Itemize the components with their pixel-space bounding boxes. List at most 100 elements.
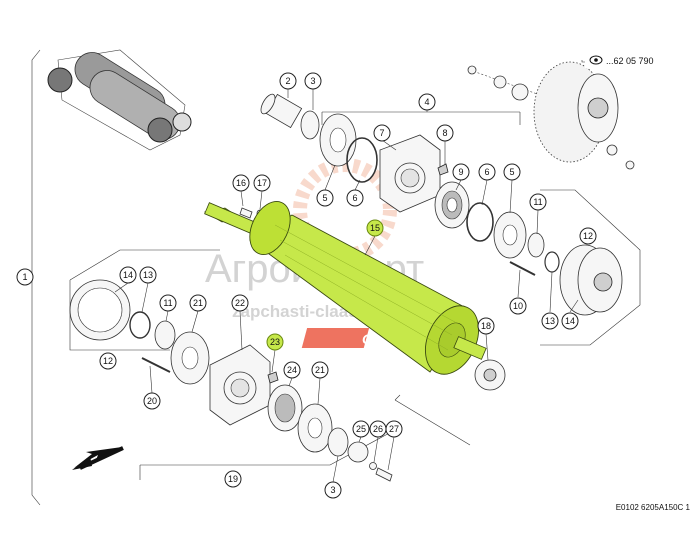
leader-lines — [114, 89, 579, 483]
svg-text:11: 11 — [163, 298, 172, 308]
part-25-washer — [347, 441, 369, 463]
part-14-pulley-left — [69, 279, 131, 341]
part-15-drum — [203, 201, 487, 375]
svg-text:4: 4 — [424, 97, 429, 107]
group-12-right-bracket — [540, 189, 641, 346]
callout-15-highlighted: 15 — [366, 219, 384, 237]
part-23-grease-nipple — [267, 371, 279, 384]
part-7-bearing-housing — [379, 134, 441, 213]
callout-8: 8 — [436, 124, 454, 142]
callout-10: 10 — [509, 297, 527, 315]
svg-text:20: 20 — [147, 396, 157, 406]
svg-text:9: 9 — [458, 167, 463, 177]
svg-text:8: 8 — [442, 128, 447, 138]
svg-text:11: 11 — [533, 197, 542, 207]
callout-25: 25 — [352, 420, 370, 438]
callout-21-bottom: 21 — [311, 361, 329, 379]
svg-text:6: 6 — [352, 193, 357, 203]
part-2-sleeve — [260, 93, 303, 129]
svg-text:5: 5 — [322, 193, 327, 203]
part-11-seal-right — [527, 232, 545, 258]
svg-text:24: 24 — [287, 365, 297, 375]
callout-20: 20 — [143, 392, 161, 410]
svg-text:13: 13 — [545, 316, 555, 326]
part-13-ring-right — [544, 251, 560, 273]
callout-5-top: 5 — [316, 189, 334, 207]
part-18-coupler — [474, 359, 506, 391]
svg-text:7: 7 — [379, 128, 384, 138]
part-26-washer — [369, 462, 377, 470]
svg-text:15: 15 — [370, 223, 380, 233]
callout-7: 7 — [373, 124, 391, 142]
svg-text:14: 14 — [565, 316, 575, 326]
part-24-bearing — [267, 384, 303, 432]
callout-22: 22 — [231, 294, 249, 312]
callout-1: 1 — [16, 268, 34, 286]
callout-18: 18 — [477, 317, 495, 335]
part-14-pulley — [559, 244, 623, 316]
svg-text:3: 3 — [310, 76, 315, 86]
svg-text:17: 17 — [257, 178, 267, 188]
direction-arrow-icon — [72, 446, 124, 470]
callout-5-right: 5 — [503, 163, 521, 181]
assembly-thumbnail — [47, 49, 192, 151]
svg-text:21: 21 — [315, 365, 325, 375]
callout-16: 16 — [232, 174, 250, 192]
part-10-bolt — [509, 261, 536, 276]
part-3-seal-top — [300, 110, 320, 140]
svg-text:26: 26 — [373, 424, 383, 434]
group-12-left-bracket — [69, 249, 220, 351]
svg-text:1: 1 — [22, 272, 27, 282]
group-4-bracket — [321, 111, 521, 125]
svg-text:5: 5 — [509, 167, 514, 177]
callout-13-right: 13 — [541, 312, 559, 330]
part-22-bearing-housing — [209, 344, 271, 426]
svg-text:10: 10 — [513, 301, 523, 311]
callout-24: 24 — [283, 361, 301, 379]
reference-label: ...62 05 790 — [606, 56, 654, 66]
callout-3-top: 3 — [304, 72, 322, 90]
part-8-grease-nipple — [437, 163, 449, 176]
footer-code: E0102 6205A150C 1 — [616, 503, 691, 512]
callout-12-right: 12 — [579, 227, 597, 245]
svg-text:12: 12 — [583, 231, 593, 241]
svg-text:14: 14 — [123, 270, 133, 280]
svg-text:12: 12 — [103, 356, 113, 366]
callout-2: 2 — [279, 72, 297, 90]
group-19-bracket — [139, 429, 396, 480]
part-16-bolt — [239, 207, 253, 219]
part-11-seal-left — [154, 320, 176, 350]
part-9-bearing — [434, 181, 470, 229]
callout-6-right: 6 — [478, 163, 496, 181]
callout-26: 26 — [369, 420, 387, 438]
svg-text:6: 6 — [484, 167, 489, 177]
svg-text:2: 2 — [285, 76, 290, 86]
callout-4: 4 — [418, 93, 436, 111]
svg-text:22: 22 — [235, 298, 245, 308]
svg-text:13: 13 — [143, 270, 153, 280]
part-27-bolt — [375, 467, 393, 482]
svg-text:19: 19 — [228, 474, 238, 484]
callout-17: 17 — [253, 174, 271, 192]
callout-6-top: 6 — [346, 189, 364, 207]
svg-text:25: 25 — [356, 424, 366, 434]
part-6-ring-top — [346, 137, 378, 183]
svg-text:21: 21 — [193, 298, 203, 308]
callout-3-bottom: 3 — [324, 481, 342, 499]
part-6-ring-right — [466, 202, 494, 242]
reference-marker: ...62 05 790 — [585, 52, 663, 68]
eye-icon — [594, 58, 598, 62]
svg-text:16: 16 — [236, 178, 246, 188]
svg-text:27: 27 — [389, 424, 399, 434]
svg-text:3: 3 — [330, 485, 335, 495]
part-3-seal-bottom — [327, 427, 349, 457]
callout-14-left: 14 — [119, 266, 137, 284]
callout-13-left: 13 — [139, 266, 157, 284]
callout-14-right: 14 — [561, 312, 579, 330]
callout-11-right: 11 — [529, 193, 547, 211]
callout-11-left: 11 — [159, 294, 177, 312]
part-13-ring-left — [129, 311, 151, 339]
callout-12-left: 12 — [99, 352, 117, 370]
callout-9: 9 — [452, 163, 470, 181]
